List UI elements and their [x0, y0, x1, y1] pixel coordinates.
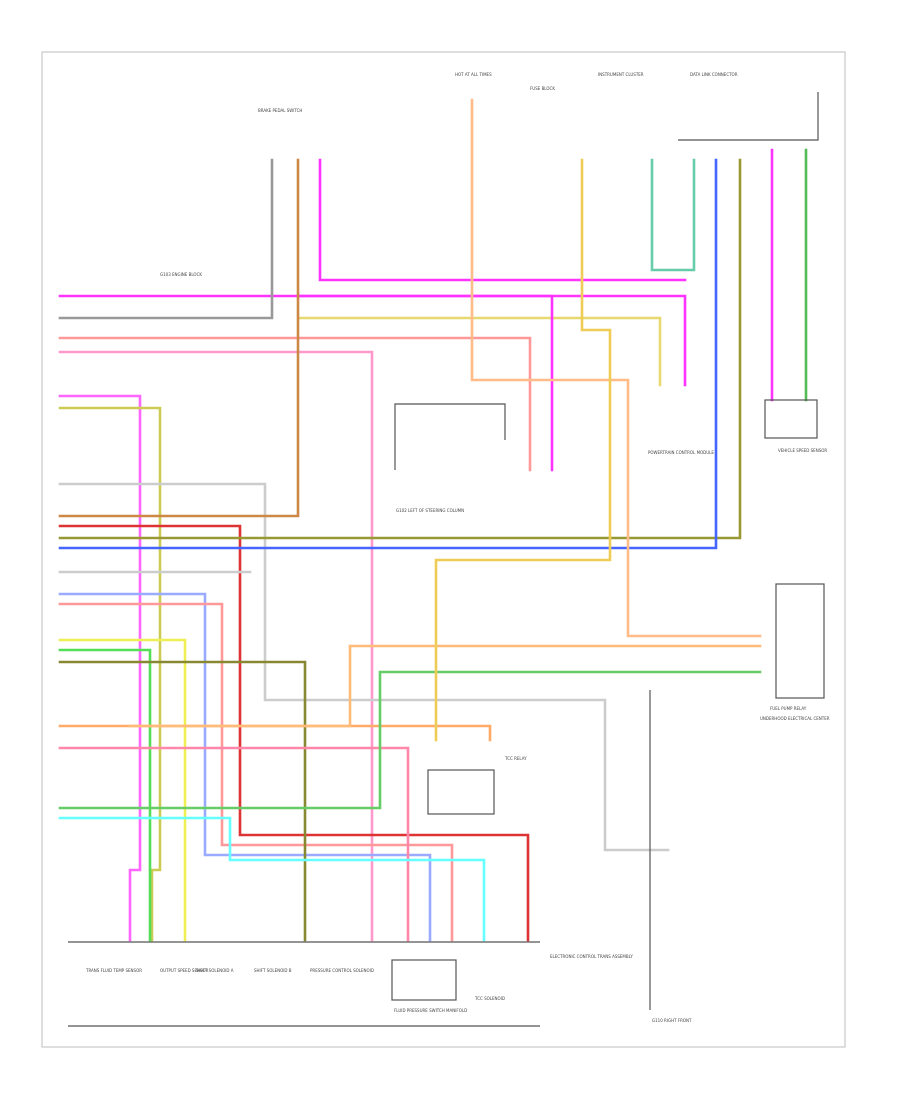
- wire-olive-2: [58, 660, 307, 942]
- label-underhood-relay: UNDERHOOD ELECTRICAL CENTER: [760, 716, 830, 721]
- label-tcc-solenoid: TCC SOLENOID: [474, 996, 505, 1001]
- label-trans-temp-sensor: TRANS FLUID TEMP SENSOR: [85, 968, 142, 973]
- vehicle-speed-sensor-box: [764, 399, 818, 439]
- diagram-frame: [41, 51, 846, 1048]
- wire-blue-2: [58, 592, 432, 942]
- label-pcm: POWERTRAIN CONTROL MODULE: [648, 450, 714, 455]
- label-brake-switch: BRAKE PEDAL SWITCH: [258, 108, 302, 113]
- label-fuel-pump-relay: FUEL PUMP RELAY: [770, 706, 807, 711]
- label-tcc-relay: TCC RELAY: [504, 756, 527, 761]
- wire-blue-1: [58, 158, 718, 550]
- wire-pink-3: [58, 394, 142, 942]
- wire-yellow-1: [298, 316, 662, 387]
- wire-olive-1: [58, 158, 742, 540]
- label-hot-at-all-times: HOT AT ALL TIMES: [455, 72, 492, 77]
- dlc-connector-block: [678, 92, 819, 141]
- wire-orange-3: [470, 98, 762, 638]
- wire-brown-1: [58, 158, 300, 518]
- label-output-speed-sensor: OUTPUT SPEED SENSOR: [160, 968, 209, 973]
- wire-pink-5: [58, 746, 410, 942]
- wire-red-1: [58, 524, 530, 942]
- label-instrument-cluster: INSTRUMENT CLUSTER: [598, 72, 644, 77]
- wire-orange-2: [128, 644, 762, 728]
- wire-yellow-3: [58, 638, 187, 942]
- label-ground-junction: G102 LEFT OF STEERING COLUMN: [396, 508, 464, 513]
- label-data-link-connector: DATA LINK CONNECTOR: [690, 72, 738, 77]
- label-vehicle-speed-sensor: VEHICLE SPEED SENSOR: [778, 448, 827, 453]
- wire-green-2: [58, 670, 762, 810]
- label-shift-solenoid-b: SHIFT SOLENOID B: [254, 968, 292, 973]
- wire-cyan-1: [58, 816, 486, 942]
- wire-magenta-drop: [318, 158, 687, 282]
- brake-switch-block: [394, 403, 506, 470]
- label-ground-right: G110 RIGHT FRONT: [652, 1018, 692, 1023]
- wire-pink-2: [58, 350, 374, 942]
- wire-yellow-2: [58, 406, 162, 942]
- wire-pink-1: [58, 336, 532, 472]
- wire-magenta-top: [58, 294, 687, 387]
- wire-green-1: [58, 648, 152, 942]
- label-engine-ground: G103 ENGINE BLOCK: [160, 272, 202, 277]
- wire-orange-1: [58, 724, 492, 742]
- wire-pink-4: [58, 602, 454, 942]
- wire-yellow-4: [434, 158, 612, 742]
- tcc-relay-box: [427, 769, 495, 815]
- label-trans-assembly: ELECTRONIC CONTROL TRANS ASSEMBLY: [550, 954, 633, 959]
- wire-teal-1: [650, 158, 696, 272]
- label-pressure-control: PRESSURE CONTROL SOLENOID: [310, 968, 374, 973]
- label-shift-solenoid-a: SHIFT SOLENOID A: [196, 968, 234, 973]
- label-fuse-block: FUSE BLOCK: [530, 86, 555, 91]
- label-pressure-switch: FLUID PRESSURE SWITCH MANIFOLD: [394, 1008, 467, 1013]
- fuel-pump-relay-box: [775, 583, 825, 699]
- pressure-switch-box: [391, 959, 457, 1001]
- wire-magenta-2: [298, 294, 554, 472]
- wire-gray-1: [58, 158, 274, 320]
